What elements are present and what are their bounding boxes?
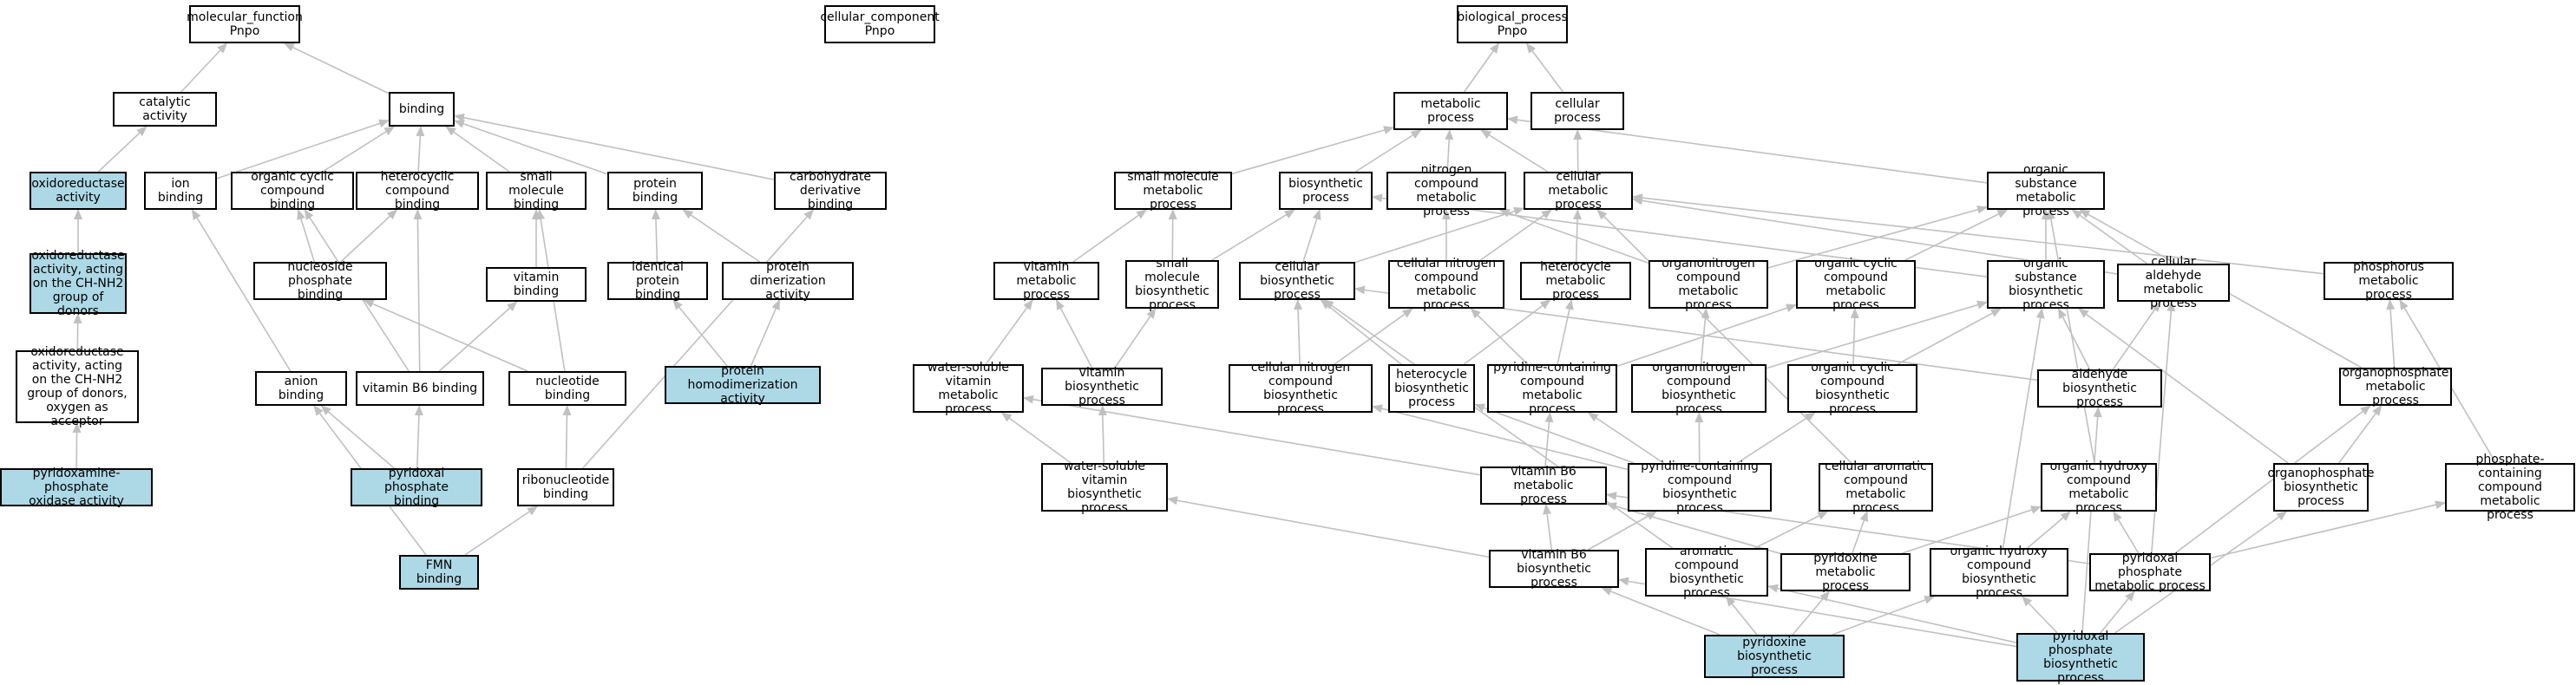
node-hetcycmp[interactable]: heterocycle metabolic process	[1520, 262, 1631, 300]
node-orgsubmp[interactable]: organic substance metabolic process	[1987, 172, 2105, 210]
node-mf[interactable]: molecular_function Pnpo	[189, 5, 300, 43]
node-nitromp[interactable]: nitrogen compound metabolic process	[1386, 172, 1506, 210]
node-vitb[interactable]: vitamin binding	[486, 267, 587, 302]
node-metab[interactable]: metabolic process	[1393, 92, 1508, 130]
node-phosmp[interactable]: phosphorus metabolic process	[2324, 262, 2454, 300]
node-smallmolmp[interactable]: small molecule metabolic process	[1114, 172, 1232, 210]
node-hetcycb[interactable]: heterocyclic compound binding	[356, 172, 479, 210]
node-nucphosb[interactable]: nucleoside phosphate binding	[253, 262, 387, 300]
node-orghydmp[interactable]: organic hydroxy compound metabolic proce…	[2041, 463, 2157, 512]
node-anionb[interactable]: anion binding	[255, 371, 347, 406]
node-protb[interactable]: protein binding	[607, 172, 703, 210]
node-plpmp[interactable]: pyridoxal phosphate metabolic process	[2089, 553, 2211, 591]
node-plpbp[interactable]: pyridoxal phosphate biosynthetic process	[2016, 633, 2145, 682]
node-plpb[interactable]: pyridoxal phosphate binding	[351, 468, 482, 506]
node-binding[interactable]: binding	[389, 92, 455, 127]
node-biosyn[interactable]: biosynthetic process	[1279, 172, 1373, 210]
node-orgphosmp[interactable]: organophosphate metabolic process	[2339, 368, 2452, 406]
node-carbob[interactable]: carbohydrate derivative binding	[774, 172, 887, 210]
node-hetcycbp[interactable]: heterocycle biosynthetic process	[1388, 364, 1475, 413]
node-vitb6mp[interactable]: vitamin B6 metabolic process	[1480, 466, 1607, 505]
node-oxred[interactable]: oxidoreductase activity	[29, 172, 127, 210]
node-vitb6b[interactable]: vitamin B6 binding	[356, 371, 484, 406]
node-identprotb[interactable]: identical protein binding	[607, 262, 708, 300]
node-ribonucb[interactable]: ribonucleotide binding	[517, 468, 614, 506]
node-pyridoxbp[interactable]: pyridoxine biosynthetic process	[1704, 635, 1845, 678]
node-fmnb[interactable]: FMN binding	[399, 555, 479, 590]
node-orgphosbp[interactable]: organophosphate biosynthetic process	[2273, 463, 2369, 512]
node-vitbp[interactable]: vitamin biosynthetic process	[1041, 368, 1163, 406]
node-catalytic[interactable]: catalytic activity	[113, 92, 217, 127]
node-ppox[interactable]: pyridoxamine-phosphate oxidase activity	[0, 468, 153, 506]
node-pyridoxmp[interactable]: pyridoxine metabolic process	[1780, 553, 1911, 591]
node-cellald[interactable]: cellular aldehyde metabolic process	[2117, 264, 2230, 302]
node-organonitmp[interactable]: organonitrogen compound metabolic proces…	[1649, 260, 1768, 309]
node-smallmolbp[interactable]: small molecule biosynthetic process	[1125, 260, 1219, 309]
node-cellproc[interactable]: cellular process	[1531, 92, 1624, 130]
node-pyrcmp[interactable]: pyridine-containing compound metabolic p…	[1487, 364, 1617, 413]
node-bp[interactable]: biological_process Pnpo	[1457, 5, 1568, 43]
node-cellmp[interactable]: cellular metabolic process	[1524, 172, 1633, 210]
node-orghydbp[interactable]: organic hydroxy compound biosynthetic pr…	[1930, 548, 2068, 597]
node-oxred_ch[interactable]: oxidoreductase activity, acting on the C…	[29, 253, 127, 314]
node-cellnitrobp[interactable]: cellular nitrogen compound biosynthetic …	[1229, 364, 1373, 413]
node-aldbp[interactable]: aldehyde biosynthetic process	[2037, 369, 2162, 408]
node-oxred_oxy[interactable]: oxidoreductase activity, acting on the C…	[16, 350, 139, 423]
node-protdimer[interactable]: protein dimerization activity	[722, 262, 854, 300]
node-orgsubbp[interactable]: organic substance biosynthetic process	[1987, 260, 2105, 309]
node-nucb[interactable]: nucleotide binding	[508, 371, 626, 406]
node-arombp[interactable]: aromatic compound biosynthetic process	[1645, 548, 1768, 597]
node-smallmolb[interactable]: small molecule binding	[486, 172, 587, 210]
node-orgcycmp[interactable]: organic cyclic compound metabolic proces…	[1796, 260, 1916, 309]
node-vitb6bp[interactable]: vitamin B6 biosynthetic process	[1489, 550, 1619, 588]
node-phoscontmp[interactable]: phosphate-containing compound metabolic …	[2445, 463, 2575, 512]
node-organonitbp[interactable]: organonitrogen compound biosynthetic pro…	[1631, 364, 1766, 413]
node-protdimer2[interactable]: protein homodimerization activity	[665, 366, 821, 404]
node-ionb[interactable]: ion binding	[144, 172, 217, 210]
node-cellaromp[interactable]: cellular aromatic compound metabolic pro…	[1819, 463, 1933, 512]
node-wsvitbp[interactable]: water-soluble vitamin biosynthetic proce…	[1041, 463, 1168, 512]
node-cc[interactable]: cellular_component Pnpo	[824, 5, 935, 43]
node-orgcycb[interactable]: organic cyclic compound binding	[231, 172, 354, 210]
node-wsvitmp[interactable]: water-soluble vitamin metabolic process	[913, 364, 1024, 413]
node-cellbiosyn[interactable]: cellular biosynthetic process	[1239, 262, 1355, 300]
node-cellnitro[interactable]: cellular nitrogen compound metabolic pro…	[1388, 260, 1504, 309]
node-vitmp[interactable]: vitamin metabolic process	[993, 262, 1099, 300]
node-pyrcbp[interactable]: pyridine-containing compound biosyntheti…	[1628, 463, 1772, 512]
node-orgcycbp[interactable]: organic cyclic compound biosynthetic pro…	[1787, 364, 1917, 413]
